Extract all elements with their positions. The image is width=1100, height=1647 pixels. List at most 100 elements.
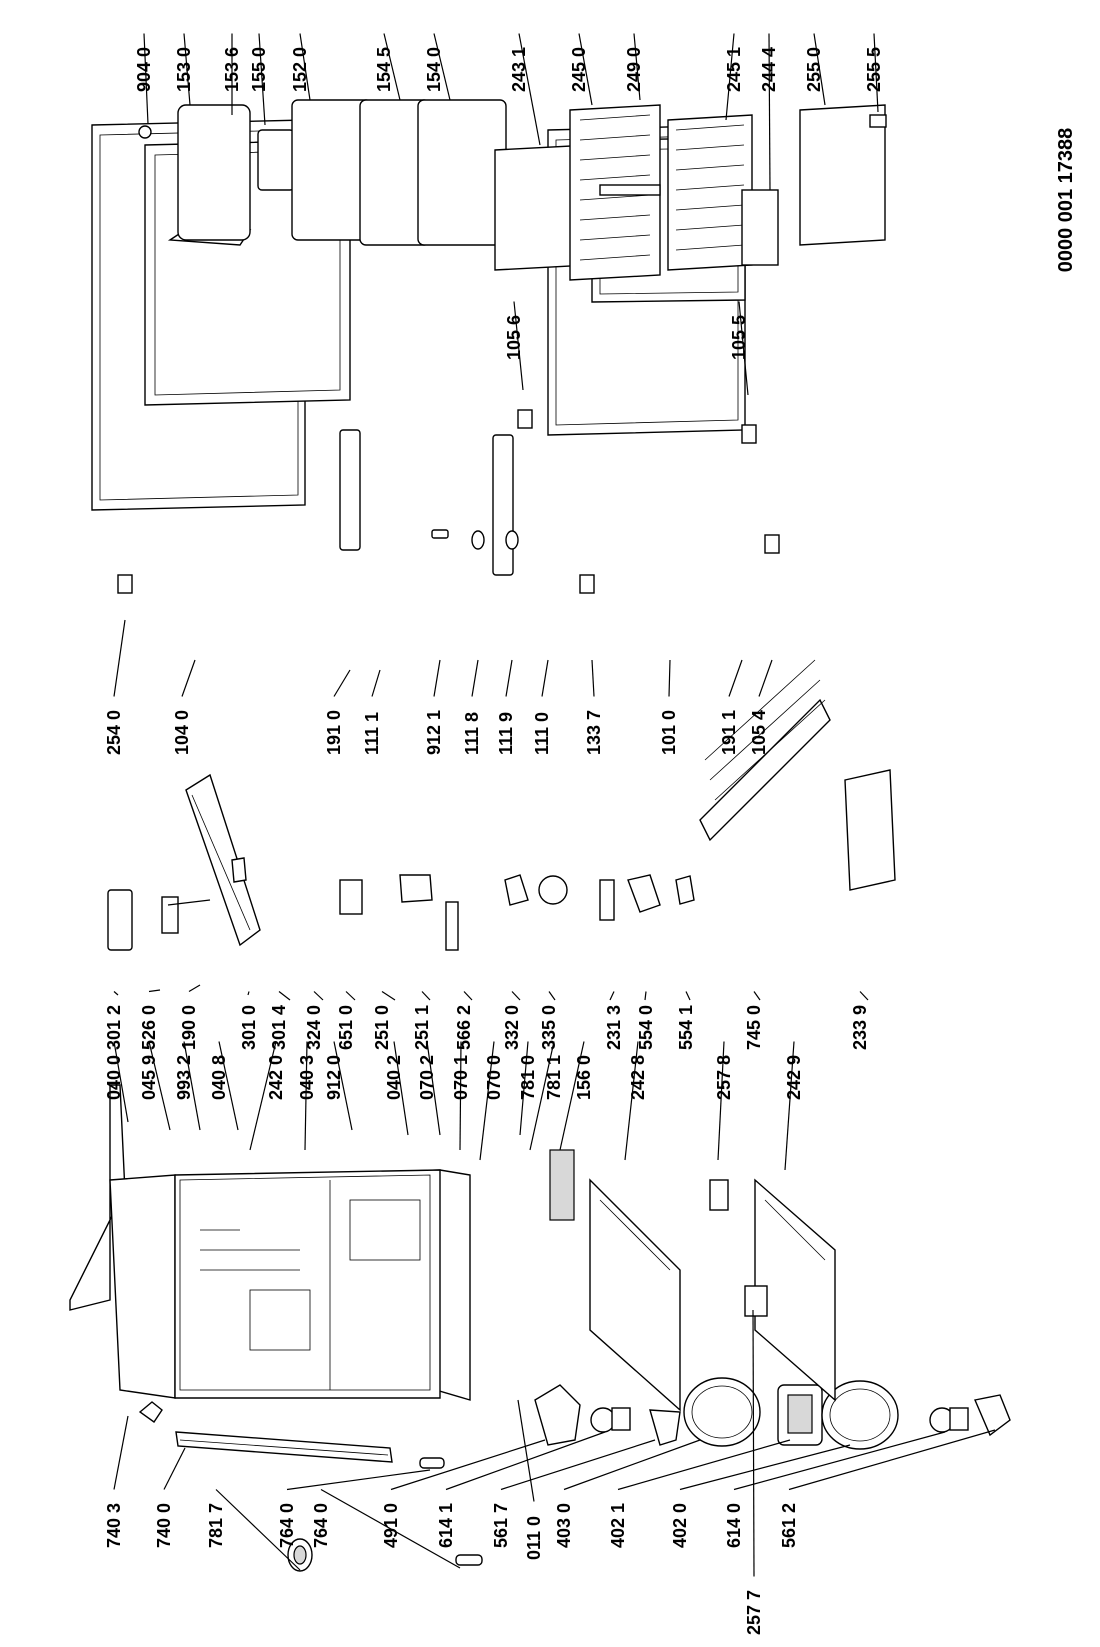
leader-line (873, 33, 879, 113)
leader-line (286, 1469, 431, 1491)
part-label-group: 242 8 (624, 1041, 648, 1161)
part-label-group: 105 6 (504, 301, 524, 391)
part-label-group: 233 9 (850, 991, 870, 1050)
part-number-label: 040 3 (297, 1055, 317, 1100)
part-label-group: 251 1 (412, 991, 432, 1050)
part-label-group: 153 6 (222, 33, 242, 115)
leader-line (393, 1041, 409, 1136)
part-number-label: 912 1 (424, 710, 444, 755)
leader-line (433, 33, 451, 101)
leader-line (733, 1431, 946, 1491)
leader-line (320, 1488, 461, 1569)
part-number-label: 111 0 (532, 712, 552, 755)
leader-line (859, 991, 869, 1001)
leader-line (258, 33, 266, 126)
part-number-label: 740 3 (104, 1503, 124, 1548)
part-label-group: 152 0 (290, 33, 311, 101)
part-label-group: 040 3 (297, 1041, 317, 1151)
leader-line (479, 1041, 495, 1161)
leader-line (541, 659, 549, 697)
part-label-group: 254 0 (104, 619, 126, 755)
leader-line (278, 991, 291, 1001)
leader-line (548, 991, 556, 1001)
leader-line (463, 991, 473, 1001)
part-number-label: 614 1 (436, 1503, 456, 1548)
part-label-group: 781 1 (529, 1041, 564, 1151)
part-number-label: 764 0 (277, 1503, 297, 1548)
part-number-label: 554 1 (676, 1005, 696, 1050)
part-label-group: 764 0 (311, 1488, 461, 1569)
part-number-label: 156 0 (574, 1055, 594, 1100)
part-number-label: 242 9 (784, 1055, 804, 1100)
leader-line (768, 33, 771, 191)
leader-line (591, 659, 595, 697)
part-number-label: 781 7 (206, 1503, 226, 1548)
part-number-label: 105 4 (749, 710, 769, 755)
part-number-label: 153 0 (174, 47, 194, 92)
part-label-group: 105 5 (729, 301, 749, 396)
part-number-label: 566 2 (454, 1005, 474, 1050)
leader-line (183, 1041, 201, 1131)
leader-line (518, 33, 541, 146)
part-number-label: 491 0 (381, 1503, 401, 1548)
part-label-group: 255 5 (864, 33, 884, 113)
part-number-label: 614 0 (724, 1503, 744, 1548)
part-number-label: 651 0 (336, 1005, 356, 1050)
part-number-label: 040 2 (384, 1055, 404, 1100)
part-number-label: 402 1 (608, 1503, 628, 1548)
part-label-group: 740 3 (104, 1415, 129, 1548)
part-label-group: 190 0 (179, 984, 201, 1050)
leader-line (788, 1429, 996, 1491)
part-label-group: 614 1 (436, 1431, 606, 1548)
part-label-group: 257 8 (714, 1041, 734, 1161)
part-label-group: 332 0 (502, 991, 522, 1050)
leader-line (433, 659, 441, 697)
part-label-group: 133 7 (584, 659, 604, 755)
leader-line (143, 33, 149, 125)
document-number: 0000 001 17388 (1055, 128, 1077, 273)
part-number-label: 402 0 (670, 1503, 690, 1548)
leader-line (188, 984, 201, 993)
part-label-group: 105 4 (749, 659, 773, 755)
leader-line (717, 1041, 725, 1161)
part-number-label: 154 0 (424, 47, 444, 92)
leader-line (752, 1309, 755, 1577)
part-label-group: 301 2 (104, 991, 124, 1050)
part-number-label: 335 0 (539, 1005, 559, 1050)
part-label-group: 781 0 (518, 1041, 538, 1136)
part-label-group: 249 0 (624, 33, 644, 101)
part-label-group: 526 0 (139, 989, 161, 1050)
part-number-label: 904 0 (134, 47, 154, 92)
part-label-group: 040 0 (104, 1041, 129, 1123)
leader-line (333, 1041, 353, 1131)
leader-line (617, 1439, 791, 1491)
part-label-group: 491 0 (381, 1439, 546, 1548)
leader-line (113, 991, 119, 996)
part-label-group: 912 1 (424, 659, 444, 755)
leader-line (725, 33, 735, 121)
part-label-group: 242 9 (784, 1041, 804, 1171)
part-number-label: 231 3 (604, 1005, 624, 1050)
part-number-label: 242 0 (266, 1055, 286, 1100)
leader-line (624, 1041, 639, 1161)
part-number-label: 133 7 (584, 710, 604, 755)
leader-line (215, 1489, 301, 1571)
part-number-label: 251 1 (412, 1005, 432, 1050)
part-number-label: 242 8 (628, 1055, 648, 1100)
leader-line (728, 659, 743, 697)
part-label-group: 251 0 (372, 990, 396, 1050)
part-label-group: 745 0 (744, 991, 764, 1050)
part-label-group: 045 9 (139, 1041, 171, 1131)
part-label-group: 301 4 (269, 991, 291, 1050)
part-label-group: 255 0 (804, 33, 826, 106)
leader-line (249, 1041, 277, 1151)
part-number-label: 191 0 (324, 710, 344, 755)
part-number-label: 781 0 (518, 1055, 538, 1100)
part-label-group: 257 7 (744, 1309, 764, 1635)
leader-line (345, 991, 356, 1001)
part-label-group: 245 1 (724, 33, 744, 121)
leader-line (784, 1041, 795, 1171)
part-number-label: 245 1 (724, 47, 744, 92)
leader-line (753, 991, 761, 1001)
leader-line (113, 1415, 129, 1490)
